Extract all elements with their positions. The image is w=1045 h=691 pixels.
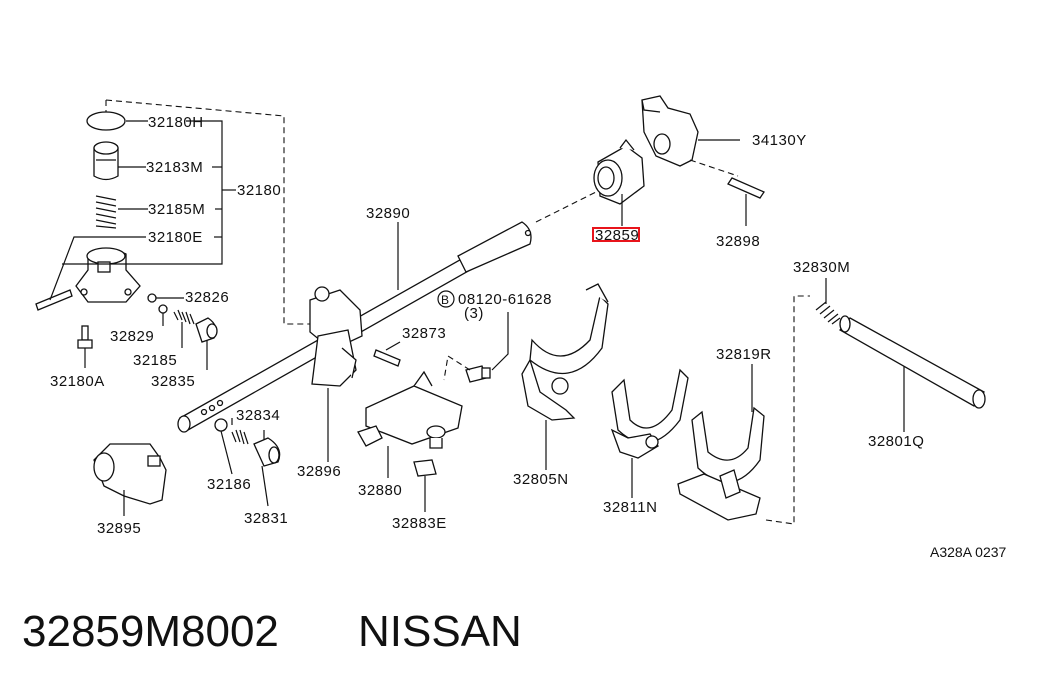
label-32896: 32896 xyxy=(297,463,341,480)
part-32185M-spring xyxy=(95,195,117,229)
svg-text:B: B xyxy=(441,293,449,307)
part-32185-spring xyxy=(173,309,195,325)
label-32895: 32895 xyxy=(97,520,141,537)
bolt-symbol: B xyxy=(437,290,455,308)
label-32831: 32831 xyxy=(244,510,288,527)
label-32180H: 32180H xyxy=(148,114,204,131)
part-32896-block xyxy=(309,286,363,387)
label-32811N: 32811N xyxy=(603,499,657,516)
label-32883E: 32883E xyxy=(392,515,447,532)
label-32880: 32880 xyxy=(358,482,402,499)
part-32859-bearing xyxy=(593,138,645,205)
label-32180E: 32180E xyxy=(148,229,203,246)
part-32180H-washer xyxy=(86,111,126,131)
caption-brand: NISSAN xyxy=(358,607,522,656)
label-32183M: 32183M xyxy=(146,159,203,176)
part-32826-ball xyxy=(147,293,157,303)
label-32873: 32873 xyxy=(402,325,446,342)
part-32831-plug xyxy=(253,437,281,467)
label-32185: 32185 xyxy=(133,352,177,369)
label-32890: 32890 xyxy=(366,205,410,222)
label-32186: 32186 xyxy=(207,476,251,493)
label-32835: 32835 xyxy=(151,373,195,390)
part-32805N-fork xyxy=(521,283,609,421)
label-32180: 32180 xyxy=(237,182,281,199)
part-32180E-housing xyxy=(35,247,141,311)
label-32859: 32859 xyxy=(595,227,639,244)
part-32883E-pad xyxy=(413,459,437,477)
part-32801Q-shaft xyxy=(839,315,986,409)
part-32898-pin xyxy=(727,177,765,199)
part-32880-bracket xyxy=(357,370,463,449)
label-34130Y: 34130Y xyxy=(752,132,807,149)
label-quantity-3: (3) xyxy=(464,305,484,322)
label-32898: 32898 xyxy=(716,233,760,250)
label-32830M: 32830M xyxy=(793,259,850,276)
part-32895-bracket xyxy=(93,443,167,505)
part-32830M-spring xyxy=(815,301,841,325)
label-32801Q: 32801Q xyxy=(868,433,924,450)
caption-part-number: 32859M8002 xyxy=(22,607,279,656)
part-32835-plug xyxy=(195,317,218,343)
label-32185M: 32185M xyxy=(148,201,205,218)
part-32829-ball xyxy=(158,304,168,314)
diagram-reference-code: A328A 0237 xyxy=(930,544,1007,560)
part-34130Y-bracket xyxy=(641,95,699,167)
label-08120-61628: 08120-61628 xyxy=(458,291,552,308)
label-32829: 32829 xyxy=(110,328,154,345)
label-32180A: 32180A xyxy=(50,373,105,390)
part-32873-pin xyxy=(373,349,401,367)
part-32819R-fork xyxy=(677,406,765,521)
part-32834-spring xyxy=(231,429,249,445)
label-32826: 32826 xyxy=(185,289,229,306)
bracket-32180-group xyxy=(62,120,223,265)
highlight-32859-label xyxy=(592,227,640,242)
part-32183M-plunger xyxy=(93,141,119,181)
part-08120-61628-bolt xyxy=(465,365,491,383)
label-32834: 32834 xyxy=(236,407,280,424)
part-32180A-bolt xyxy=(77,325,93,349)
label-32819R: 32819R xyxy=(716,346,772,363)
label-32805N: 32805N xyxy=(513,471,569,488)
part-32186-ball xyxy=(214,418,228,432)
part-32811N-fork xyxy=(610,368,689,459)
